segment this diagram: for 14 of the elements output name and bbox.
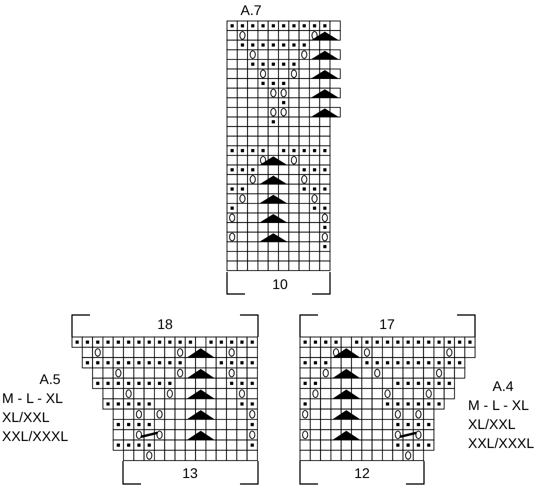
chart-label: 12 bbox=[353, 464, 371, 482]
chart-label: 10 bbox=[271, 275, 289, 293]
chart-label: 17 bbox=[378, 315, 396, 333]
chart-label: XL/XXL bbox=[468, 415, 516, 433]
chart-label: A.7 bbox=[239, 1, 262, 19]
chart-label: M - L - XL bbox=[468, 396, 530, 414]
chart-label: A.5 bbox=[38, 370, 62, 388]
chart-label: 18 bbox=[156, 315, 174, 333]
chart-label: XXL/XXXL bbox=[468, 434, 536, 452]
chart-label: A.4 bbox=[491, 377, 514, 395]
chart-label: XL/XXL bbox=[2, 408, 50, 426]
chart-label: M - L - XL bbox=[2, 389, 64, 407]
chart-label: 13 bbox=[181, 464, 199, 482]
chart-label: XXL/XXXL bbox=[2, 427, 70, 445]
